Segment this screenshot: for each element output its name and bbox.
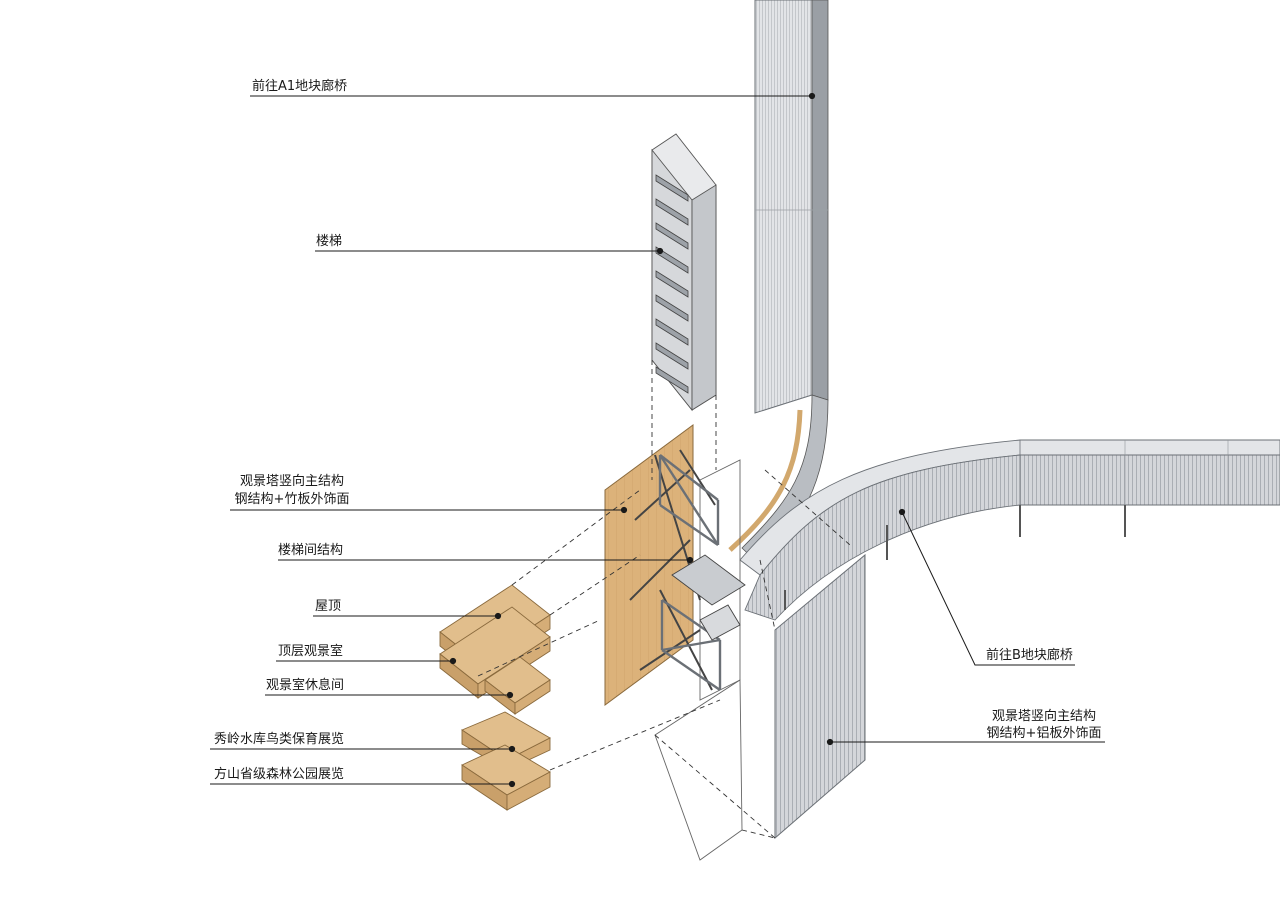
label-stairs: 楼梯 xyxy=(316,234,343,249)
explosion-guides xyxy=(477,360,851,839)
stair-flight xyxy=(655,198,689,226)
stair-flight xyxy=(655,342,689,370)
leader-lines xyxy=(210,92,1105,788)
bridge-b-corridor xyxy=(739,439,1280,621)
stair-flight xyxy=(655,366,689,394)
label-stair-structure: 楼梯间结构 xyxy=(278,543,344,558)
stair-flight xyxy=(655,294,689,322)
landing-platform xyxy=(671,554,746,641)
label-fangshan-exhibit: 方山省级森林公园展览 xyxy=(214,767,345,782)
label-tower-main-line2: 钢结构+竹板外饰面 xyxy=(234,492,350,507)
label-bridge-b: 前往B地块廊桥 xyxy=(986,648,1073,663)
label-xiuling-exhibit: 秀岭水库鸟类保育展览 xyxy=(214,732,345,747)
label-bridge-a1: 前往A1地块廊桥 xyxy=(252,79,348,94)
tower-bamboo-wall xyxy=(604,424,716,706)
label-tower-alu-line2: 钢结构+铝板外饰面 xyxy=(986,726,1102,741)
stair-flight xyxy=(655,318,689,346)
stair-flight xyxy=(655,222,689,250)
label-top-observation: 顶层观景室 xyxy=(278,644,344,659)
stair-module xyxy=(651,133,717,412)
stair-flight xyxy=(655,270,689,298)
bridge-a1-corridor xyxy=(728,0,829,566)
steel-truss xyxy=(658,454,722,691)
label-observation-lounge: 观景室休息间 xyxy=(266,678,345,693)
stair-flight xyxy=(655,174,689,202)
label-tower-main-line1: 观景塔竖向主结构 xyxy=(239,474,344,489)
tower-aluminum-panel xyxy=(774,553,866,840)
floor-modules xyxy=(439,584,551,811)
label-roof: 屋顶 xyxy=(315,599,342,614)
label-tower-alu-line1: 观景塔竖向主结构 xyxy=(991,709,1096,724)
